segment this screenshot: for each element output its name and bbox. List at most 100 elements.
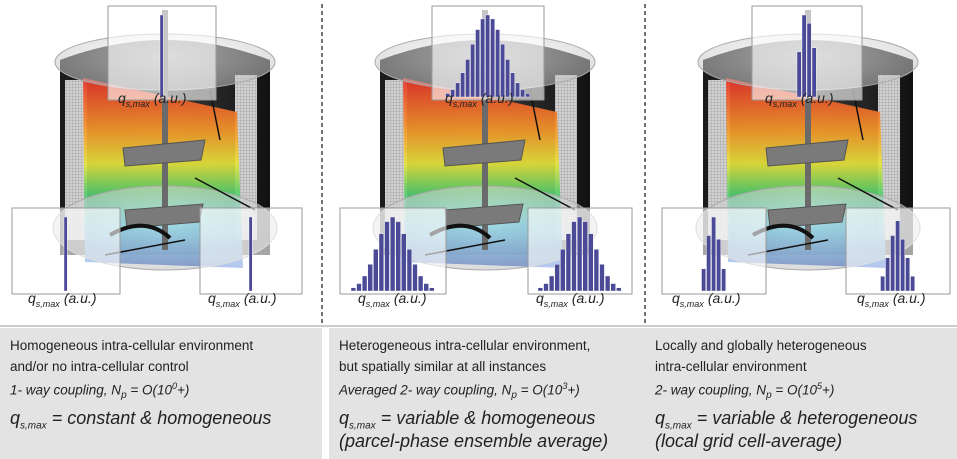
histogram-bar xyxy=(429,287,435,292)
histogram-bar xyxy=(515,82,520,98)
histogram-bar xyxy=(350,287,357,292)
histogram-bar xyxy=(390,216,396,292)
histogram-bar xyxy=(701,268,706,292)
histogram-bar xyxy=(373,249,379,292)
histogram-bar xyxy=(367,264,373,292)
histogram-bar xyxy=(356,283,362,292)
histogram-bar xyxy=(401,233,407,292)
axis-label: qs,max(a.u.) xyxy=(208,290,277,309)
qsmax-statement: qs,max = variable & homogeneous xyxy=(339,408,596,432)
histogram-bar xyxy=(616,287,622,292)
histogram-bar xyxy=(537,287,544,292)
histogram-bar xyxy=(588,233,594,292)
histogram-bar xyxy=(412,264,418,292)
histogram-inset: qs,max(a.u.) xyxy=(845,207,951,309)
histogram-bar xyxy=(480,18,485,98)
impeller-icon xyxy=(109,10,206,250)
histogram-bar xyxy=(577,216,583,292)
impeller-icon xyxy=(752,10,849,250)
axis-label: qs,max(a.u.) xyxy=(118,90,187,109)
histogram-bar xyxy=(450,89,455,98)
histogram-bar xyxy=(605,275,611,292)
histogram-inset: qs,max(a.u.) xyxy=(11,207,121,309)
qsmax-statement: qs,max = constant & homogeneous xyxy=(10,408,272,432)
histogram-inset: qs,max(a.u.) xyxy=(199,207,303,309)
histogram-bar xyxy=(599,264,605,292)
histogram-bar xyxy=(490,18,495,98)
histogram-bar xyxy=(565,233,572,292)
histogram-bar xyxy=(465,59,470,98)
coupling-text: 2- way coupling, Np = O(105+) xyxy=(655,381,835,402)
histogram-bar xyxy=(806,23,812,98)
caption-line-2: and/or no intra-cellular control xyxy=(10,359,189,374)
histogram-bar xyxy=(549,275,555,292)
histogram-bar xyxy=(475,29,480,98)
histogram-inset: qs,max(a.u.) xyxy=(107,5,217,109)
histogram-bar xyxy=(159,14,164,98)
histogram-bar xyxy=(455,82,460,98)
qsmax-statement-2: (local grid cell-average) xyxy=(655,431,843,451)
histogram-bar xyxy=(890,235,895,292)
histogram-bar xyxy=(423,283,429,292)
histogram-bar xyxy=(910,276,915,292)
caption-line-1: Heterogeneous intra-cellular environment… xyxy=(339,338,591,353)
histogram-bar xyxy=(510,72,515,98)
caption-panel-2: Heterogeneous intra-cellular environment… xyxy=(329,328,645,459)
histogram-bar xyxy=(460,72,465,98)
histogram-inset: qs,max(a.u.) xyxy=(751,5,863,109)
histogram-bar xyxy=(63,216,68,292)
histogram-bar xyxy=(880,276,885,292)
histogram-bar xyxy=(395,221,401,292)
axis-label: qs,max(a.u.) xyxy=(445,90,514,109)
axis-label: qs,max(a.u.) xyxy=(857,290,926,309)
coupling-text: 1- way coupling, Np = O(100+) xyxy=(10,381,190,402)
caption-line-1: Homogeneous intra-cellular environment xyxy=(10,338,254,353)
histogram-bar xyxy=(470,43,475,98)
qsmax-statement: qs,max = variable & heterogeneous xyxy=(655,408,918,432)
histogram-bar xyxy=(406,249,413,292)
histogram-bar xyxy=(525,93,530,98)
coupling-text: Averaged 2- way coupling, Np = O(103+) xyxy=(339,381,580,402)
qsmax-statement-2: (parcel-phase ensemble average) xyxy=(339,431,609,451)
histogram-bar xyxy=(905,257,910,292)
histogram-bar xyxy=(384,221,390,292)
histogram-bar xyxy=(801,14,807,98)
axis-label: qs,max(a.u.) xyxy=(672,290,741,309)
histogram-bar xyxy=(418,275,424,292)
histogram-bar xyxy=(560,249,566,292)
caption-line-1: Locally and globally heterogeneous xyxy=(655,338,867,353)
histogram-bar xyxy=(543,283,549,292)
histogram-bar xyxy=(378,233,385,292)
histogram-bar xyxy=(505,59,510,98)
histogram-bar xyxy=(571,221,577,292)
caption-panel-3: Locally and globally heterogeneous intra… xyxy=(645,328,957,459)
histogram-bar xyxy=(485,14,490,98)
histogram-bar xyxy=(706,235,711,292)
histogram-inset: qs,max(a.u.) xyxy=(339,207,447,309)
histogram-inset: qs,max(a.u.) xyxy=(661,207,767,309)
histogram-inset: qs,max(a.u.) xyxy=(527,207,633,309)
axis-label: qs,max(a.u.) xyxy=(765,90,834,109)
histogram-bar xyxy=(593,249,600,292)
caption-line-2: but spatially similar at all instances xyxy=(339,359,547,374)
axis-label: qs,max(a.u.) xyxy=(28,290,97,309)
histogram-bar xyxy=(445,93,450,98)
histogram-bar xyxy=(811,47,817,98)
histogram-inset: qs,max(a.u.) xyxy=(431,5,545,109)
histogram-bar xyxy=(582,221,588,292)
histogram-bar xyxy=(554,264,560,292)
histogram-bar xyxy=(711,216,716,292)
histogram-bar xyxy=(362,275,368,292)
histogram-bar xyxy=(885,257,890,292)
histogram-bar xyxy=(716,238,721,292)
histogram-bar xyxy=(520,89,525,98)
caption-panel-1: Homogeneous intra-cellular environment a… xyxy=(0,328,322,459)
caption-line-2: intra-cellular environment xyxy=(655,359,807,374)
histogram-bar xyxy=(895,220,900,292)
axis-label: qs,max(a.u.) xyxy=(536,290,605,309)
histogram-bar xyxy=(796,51,802,98)
axis-label: qs,max(a.u.) xyxy=(358,290,427,309)
histogram-bar xyxy=(721,268,726,292)
